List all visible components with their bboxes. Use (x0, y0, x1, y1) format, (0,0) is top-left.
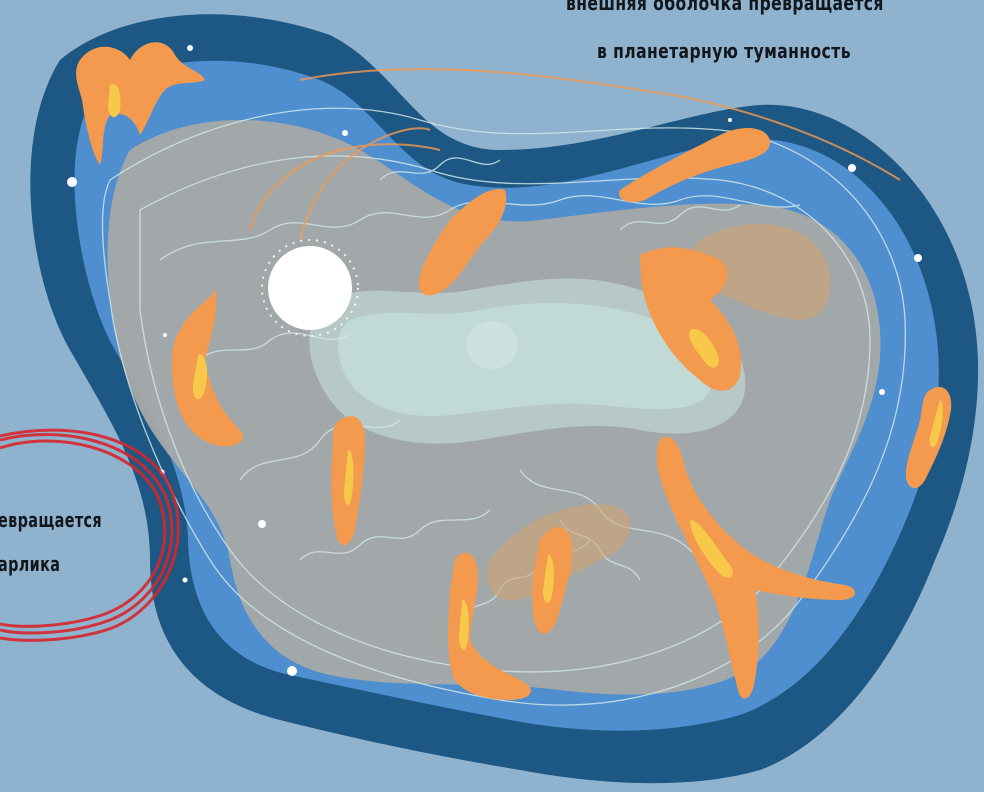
caption-left-line2: арлика (0, 552, 60, 576)
caption-left-line1: евращается (0, 508, 102, 532)
center-nucleus (466, 321, 518, 369)
caption-top-line1: внешняя оболочка превращается (566, 0, 884, 15)
caption-top-line2: в планетарную туманность (597, 39, 851, 63)
